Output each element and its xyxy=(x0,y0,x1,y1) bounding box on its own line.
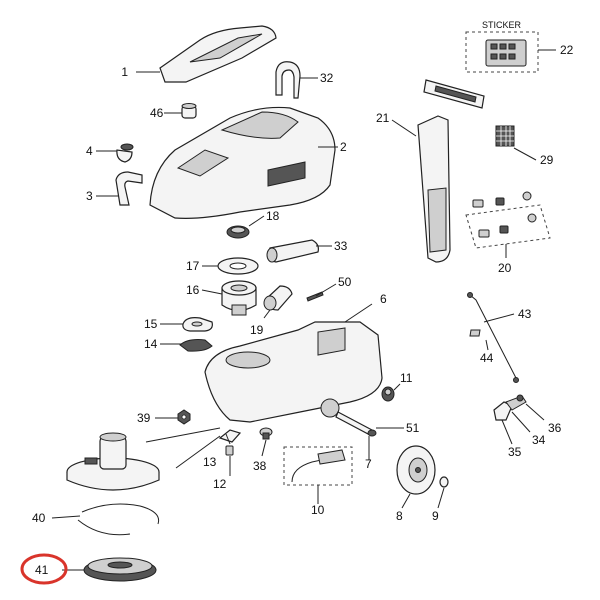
part-33-filter-cylinder xyxy=(266,239,319,263)
part-44-pin xyxy=(469,329,481,337)
callout-1: 1 xyxy=(121,65,128,79)
part-40-ring-clip xyxy=(77,503,160,536)
callout-39: 39 xyxy=(137,411,151,425)
callout-40: 40 xyxy=(32,511,46,525)
callout-51: 51 xyxy=(406,421,420,435)
part-19-hose-connector xyxy=(263,285,293,311)
callout-29: 29 xyxy=(540,153,554,167)
part-brush-motor-assembly xyxy=(66,432,160,491)
part-22-sticker xyxy=(465,31,539,73)
callout-21: 21 xyxy=(376,111,390,125)
part-control-bar xyxy=(423,79,485,109)
callout-33: 33 xyxy=(334,239,348,253)
callout-7: 7 xyxy=(365,457,372,471)
part-32-curved-hose xyxy=(275,61,301,99)
part-4-plug xyxy=(116,143,134,163)
part-3-elbow-hose xyxy=(115,171,143,206)
callout-11: 11 xyxy=(400,371,413,385)
part-8-wheel xyxy=(396,445,436,495)
callout-17: 17 xyxy=(186,259,200,273)
callout-32: 32 xyxy=(320,71,334,85)
part-29-grille xyxy=(495,125,515,147)
part-15-seal xyxy=(182,317,213,332)
part-41-drive-plate xyxy=(83,557,157,582)
callout-labels: 1 32 46 2 4 3 18 33 17 16 50 6 15 19 14 … xyxy=(32,20,574,577)
callout-16: 16 xyxy=(186,283,200,297)
callout-34: 34 xyxy=(532,433,546,447)
callout-14: 14 xyxy=(144,337,158,351)
part-lever-assembly xyxy=(493,394,527,421)
callout-10: 10 xyxy=(311,503,325,517)
part-16-vacuum-motor xyxy=(221,280,257,316)
callout-15: 15 xyxy=(144,317,158,331)
callout-4: 4 xyxy=(86,144,93,158)
part-9-washer xyxy=(439,476,449,488)
leader-lines xyxy=(51,49,556,571)
part-11-knob xyxy=(381,386,395,402)
callout-13: 13 xyxy=(203,455,217,469)
part-21-handle xyxy=(417,115,451,263)
part-38-connector xyxy=(259,427,273,440)
callout-35: 35 xyxy=(508,445,522,459)
highlight-circle-41 xyxy=(20,553,68,585)
part-17-ring-gasket xyxy=(217,257,259,275)
callout-3: 3 xyxy=(86,189,93,203)
callout-19: 19 xyxy=(250,323,264,337)
sticker-title: STICKER xyxy=(482,20,522,30)
callout-8: 8 xyxy=(396,509,403,523)
callout-22: 22 xyxy=(560,43,574,57)
part-6-base-housing xyxy=(204,321,383,423)
callout-46: 46 xyxy=(150,106,164,120)
callout-43: 43 xyxy=(518,307,532,321)
part-20-switch-kit xyxy=(465,191,551,249)
callout-2: 2 xyxy=(340,140,347,154)
part-43-cable-rod xyxy=(467,292,519,383)
callout-38: 38 xyxy=(253,459,267,473)
part-12-bolt xyxy=(225,445,234,456)
part-13-bracket xyxy=(218,429,242,443)
callout-6: 6 xyxy=(380,292,387,306)
callout-9: 9 xyxy=(432,509,439,523)
part-46-cap xyxy=(181,103,197,119)
part-14-gasket xyxy=(179,339,213,352)
callout-20: 20 xyxy=(498,261,512,275)
part-51-axle xyxy=(335,411,377,437)
part-2-top-housing xyxy=(149,106,336,219)
part-10-wiring-harness xyxy=(283,446,353,486)
part-18-filter-disc xyxy=(226,225,250,239)
callout-44: 44 xyxy=(480,351,494,365)
callout-18: 18 xyxy=(266,209,280,223)
part-39-nut xyxy=(177,409,191,425)
callout-41: 41 xyxy=(35,563,49,577)
part-1-top-cover xyxy=(159,25,277,83)
callout-50: 50 xyxy=(338,275,352,289)
callout-12: 12 xyxy=(213,477,227,491)
callout-36: 36 xyxy=(548,421,562,435)
